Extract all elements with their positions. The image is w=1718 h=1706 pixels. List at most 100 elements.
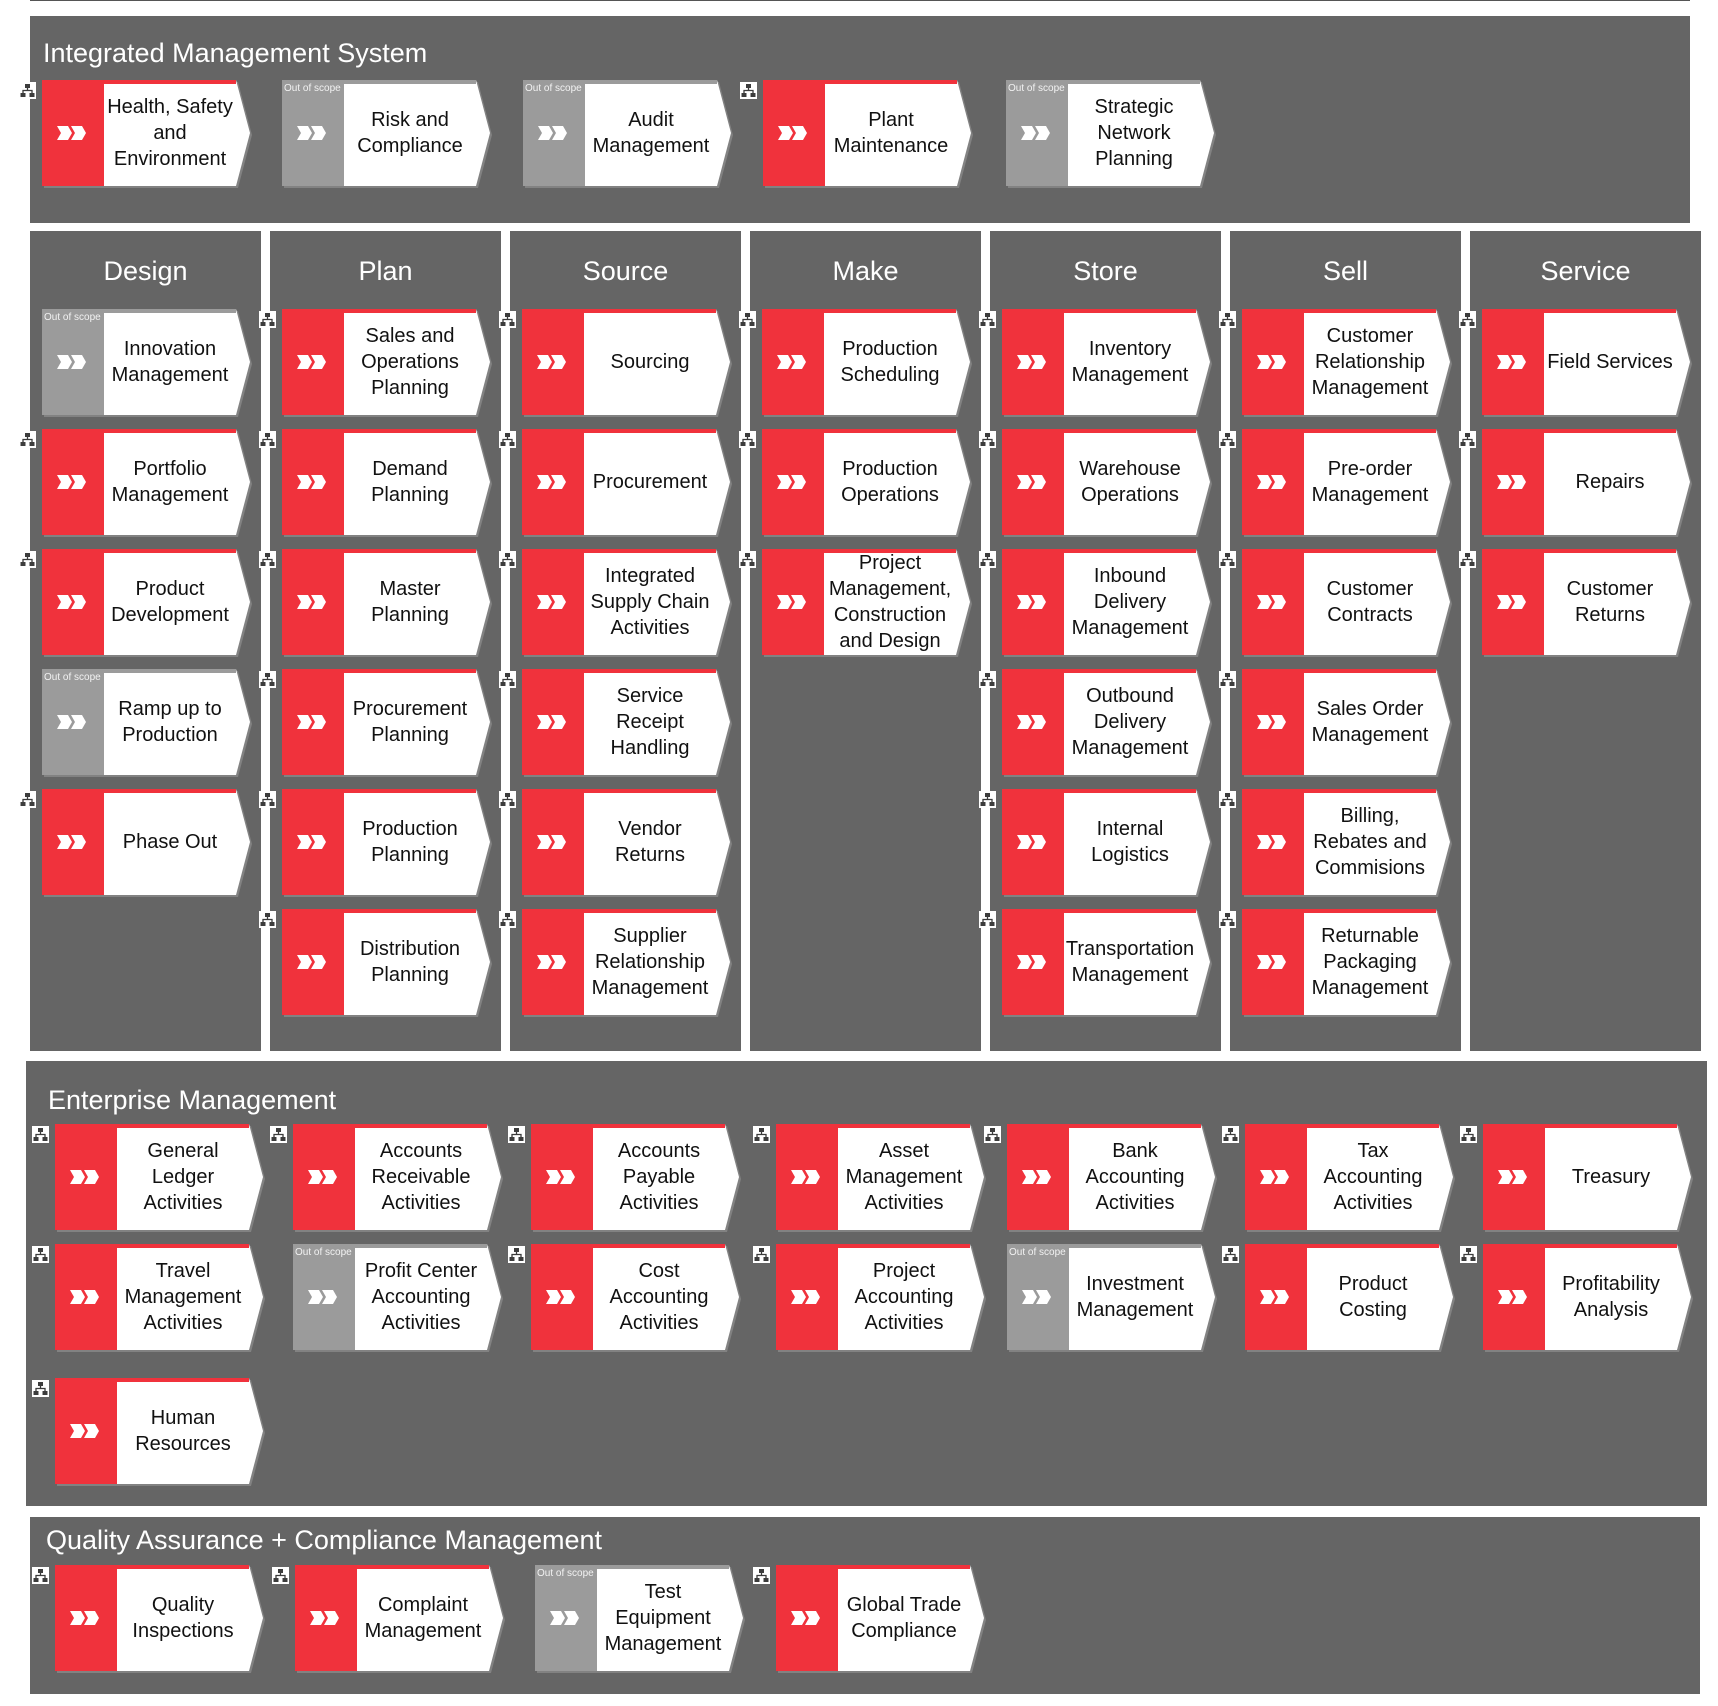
hierarchy-icon[interactable] — [1219, 671, 1236, 688]
hierarchy-icon[interactable] — [499, 311, 516, 328]
process-card-global-trade-compliance[interactable]: Global Trade Compliance — [776, 1565, 986, 1673]
hierarchy-icon[interactable] — [753, 1126, 770, 1143]
process-card-accounts-payable-activities[interactable]: Accounts Payable Activities — [531, 1124, 741, 1232]
hierarchy-icon[interactable] — [499, 431, 516, 448]
process-card-general-ledger-activities[interactable]: General Ledger Activities — [55, 1124, 265, 1232]
hierarchy-icon[interactable] — [1219, 431, 1236, 448]
process-card-portfolio-management[interactable]: Portfolio Management — [42, 429, 252, 537]
hierarchy-icon[interactable] — [259, 431, 276, 448]
hierarchy-icon[interactable] — [499, 911, 516, 928]
process-card-procurement[interactable]: Procurement — [522, 429, 732, 537]
hierarchy-icon[interactable] — [19, 551, 36, 568]
process-card-phase-out[interactable]: Phase Out — [42, 789, 252, 897]
process-card-distribution-planning[interactable]: Distribution Planning — [282, 909, 492, 1017]
process-card-internal-logistics[interactable]: Internal Logistics — [1002, 789, 1212, 897]
hierarchy-icon[interactable] — [1219, 911, 1236, 928]
process-card-travel-management-activities[interactable]: Travel Management Activities — [55, 1244, 265, 1352]
hierarchy-icon[interactable] — [739, 431, 756, 448]
process-card-production-planning[interactable]: Production Planning — [282, 789, 492, 897]
hierarchy-icon[interactable] — [753, 1567, 770, 1584]
hierarchy-icon[interactable] — [1222, 1246, 1239, 1263]
process-card-human-resources[interactable]: Human Resources — [55, 1378, 265, 1486]
hierarchy-icon[interactable] — [259, 911, 276, 928]
process-card-product-development[interactable]: Product Development — [42, 549, 252, 657]
hierarchy-icon[interactable] — [1459, 431, 1476, 448]
hierarchy-icon[interactable] — [259, 551, 276, 568]
process-card-accounts-receivable-activities[interactable]: Accounts Receivable Activities — [293, 1124, 503, 1232]
process-card-production-operations[interactable]: Production Operations — [762, 429, 972, 537]
process-card-project-management-construction-and-design[interactable]: Project Management, Construction and Des… — [762, 549, 972, 657]
process-card-sourcing[interactable]: Sourcing — [522, 309, 732, 417]
process-card-customer-relationship-management[interactable]: Customer Relationship Management — [1242, 309, 1452, 417]
hierarchy-icon[interactable] — [1460, 1246, 1477, 1263]
process-card-warehouse-operations[interactable]: Warehouse Operations — [1002, 429, 1212, 537]
hierarchy-icon[interactable] — [19, 82, 36, 99]
process-card-transportation-management[interactable]: Transportation Management — [1002, 909, 1212, 1017]
process-card-cost-accounting-activities[interactable]: Cost Accounting Activities — [531, 1244, 741, 1352]
hierarchy-icon[interactable] — [499, 551, 516, 568]
hierarchy-icon[interactable] — [1459, 311, 1476, 328]
hierarchy-icon[interactable] — [508, 1126, 525, 1143]
process-card-inbound-delivery-management[interactable]: Inbound Delivery Management — [1002, 549, 1212, 657]
process-card-bank-accounting-activities[interactable]: Bank Accounting Activities — [1007, 1124, 1217, 1232]
hierarchy-icon[interactable] — [1219, 551, 1236, 568]
hierarchy-icon[interactable] — [739, 311, 756, 328]
process-card-production-scheduling[interactable]: Production Scheduling — [762, 309, 972, 417]
process-card-pre-order-management[interactable]: Pre-order Management — [1242, 429, 1452, 537]
hierarchy-icon[interactable] — [979, 551, 996, 568]
hierarchy-icon[interactable] — [1460, 1126, 1477, 1143]
process-card-repairs[interactable]: Repairs — [1482, 429, 1692, 537]
process-card-service-receipt-handling[interactable]: Service Receipt Handling — [522, 669, 732, 777]
process-card-demand-planning[interactable]: Demand Planning — [282, 429, 492, 537]
hierarchy-icon[interactable] — [1222, 1126, 1239, 1143]
hierarchy-icon[interactable] — [1219, 311, 1236, 328]
hierarchy-icon[interactable] — [259, 791, 276, 808]
process-card-supplier-relationship-management[interactable]: Supplier Relationship Management — [522, 909, 732, 1017]
process-card-profitability-analysis[interactable]: Profitability Analysis — [1483, 1244, 1693, 1352]
hierarchy-icon[interactable] — [19, 431, 36, 448]
hierarchy-icon[interactable] — [740, 82, 757, 99]
process-card-quality-inspections[interactable]: Quality Inspections — [55, 1565, 265, 1673]
hierarchy-icon[interactable] — [32, 1380, 49, 1397]
hierarchy-icon[interactable] — [508, 1246, 525, 1263]
process-card-customer-contracts[interactable]: Customer Contracts — [1242, 549, 1452, 657]
process-card-plant-maintenance[interactable]: Plant Maintenance — [763, 80, 973, 188]
process-card-billing-rebates-and-commisions[interactable]: Billing, Rebates and Commisions — [1242, 789, 1452, 897]
process-card-inventory-management[interactable]: Inventory Management — [1002, 309, 1212, 417]
process-card-project-accounting-activities[interactable]: Project Accounting Activities — [776, 1244, 986, 1352]
hierarchy-icon[interactable] — [32, 1246, 49, 1263]
process-card-vendor-returns[interactable]: Vendor Returns — [522, 789, 732, 897]
process-card-treasury[interactable]: Treasury — [1483, 1124, 1693, 1232]
process-card-sales-and-operations-planning[interactable]: Sales and Operations Planning — [282, 309, 492, 417]
process-card-integrated-supply-chain-activities[interactable]: Integrated Supply Chain Activities — [522, 549, 732, 657]
process-card-customer-returns[interactable]: Customer Returns — [1482, 549, 1692, 657]
process-card-returnable-packaging-management[interactable]: Returnable Packaging Management — [1242, 909, 1452, 1017]
hierarchy-icon[interactable] — [1459, 551, 1476, 568]
hierarchy-icon[interactable] — [979, 431, 996, 448]
hierarchy-icon[interactable] — [753, 1246, 770, 1263]
process-card-complaint-management[interactable]: Complaint Management — [295, 1565, 505, 1673]
hierarchy-icon[interactable] — [739, 551, 756, 568]
hierarchy-icon[interactable] — [19, 791, 36, 808]
process-card-tax-accounting-activities[interactable]: Tax Accounting Activities — [1245, 1124, 1455, 1232]
hierarchy-icon[interactable] — [979, 911, 996, 928]
hierarchy-icon[interactable] — [979, 671, 996, 688]
hierarchy-icon[interactable] — [272, 1567, 289, 1584]
process-card-product-costing[interactable]: Product Costing — [1245, 1244, 1455, 1352]
process-card-master-planning[interactable]: Master Planning — [282, 549, 492, 657]
process-card-procurement-planning[interactable]: Procurement Planning — [282, 669, 492, 777]
process-card-sales-order-management[interactable]: Sales Order Management — [1242, 669, 1452, 777]
process-card-health-safety-and-environment[interactable]: Health, Safety and Environment — [42, 80, 252, 188]
process-card-outbound-delivery-management[interactable]: Outbound Delivery Management — [1002, 669, 1212, 777]
hierarchy-icon[interactable] — [979, 791, 996, 808]
hierarchy-icon[interactable] — [32, 1567, 49, 1584]
process-card-field-services[interactable]: Field Services — [1482, 309, 1692, 417]
hierarchy-icon[interactable] — [1219, 791, 1236, 808]
